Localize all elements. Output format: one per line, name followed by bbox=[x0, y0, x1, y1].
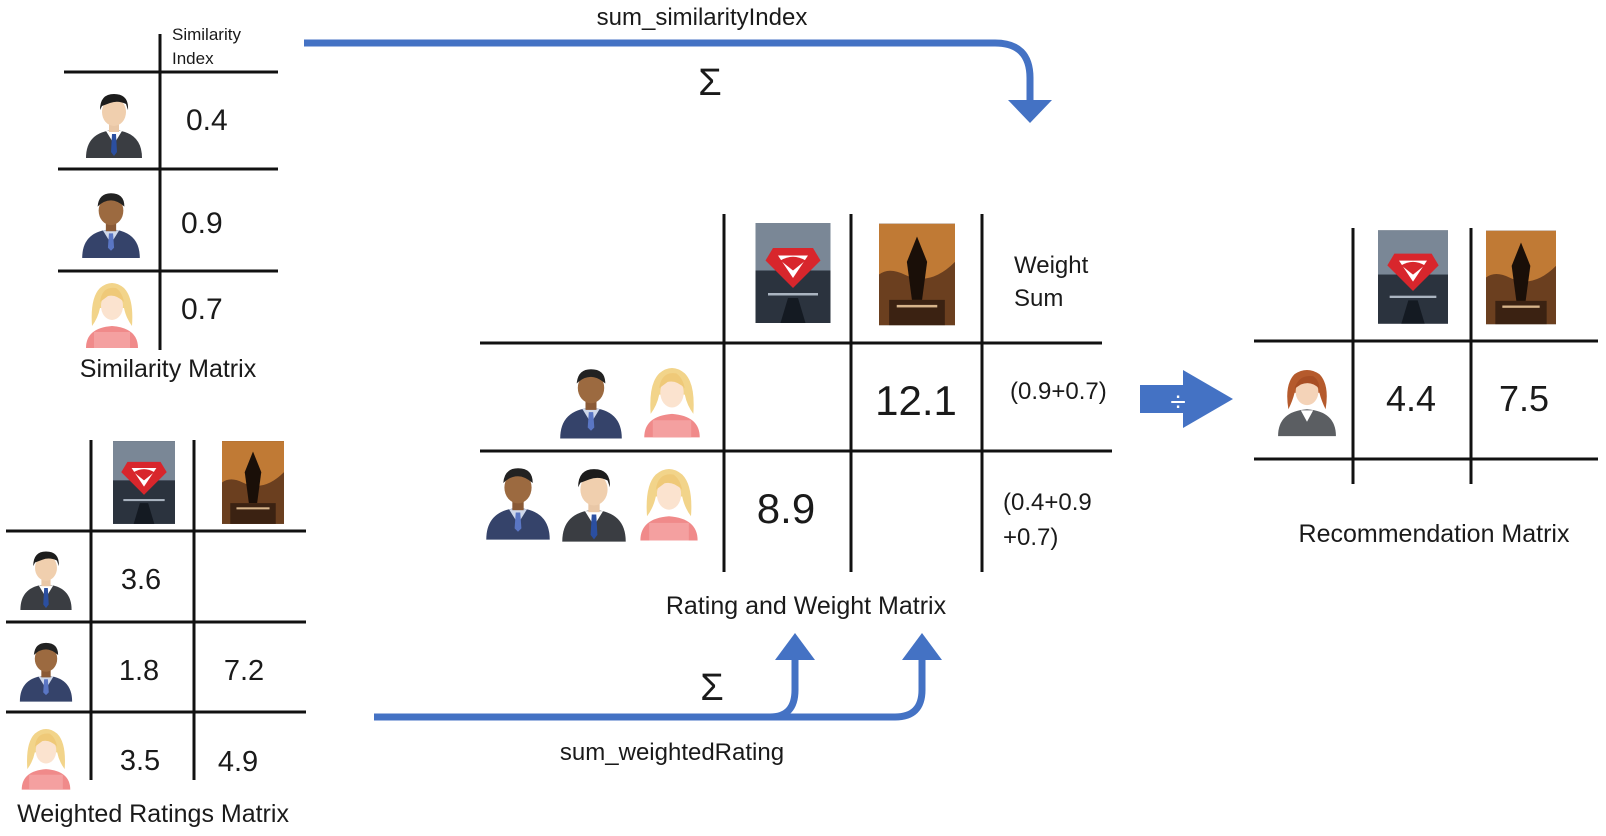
weighted-cell-2-1: 4.9 bbox=[218, 746, 258, 778]
user-black-hair-icon bbox=[20, 551, 72, 610]
recommendation-cell-0: 4.4 bbox=[1386, 378, 1436, 419]
user-blonde-icon bbox=[644, 368, 700, 438]
recommendation-matrix: 4.4 7.5 Recommendation Matrix bbox=[1254, 228, 1598, 548]
user-dark-skin-icon bbox=[486, 468, 550, 540]
user-blonde-icon bbox=[640, 469, 698, 541]
sigma-bottom-icon: Σ bbox=[700, 667, 724, 709]
recommendation-matrix-title: Recommendation Matrix bbox=[1299, 520, 1570, 548]
similarity-matrix: Similarity Index 0.4 0.9 0.7 Similarity … bbox=[58, 25, 278, 383]
similarity-value-0: 0.4 bbox=[186, 104, 228, 137]
similarity-value-2: 0.7 bbox=[181, 293, 223, 326]
dark-knight-poster-icon bbox=[222, 441, 284, 524]
rating-weight-matrix-title: Rating and Weight Matrix bbox=[666, 592, 947, 620]
weighted-cell-1-1: 7.2 bbox=[224, 655, 264, 687]
user-blonde-icon bbox=[86, 283, 138, 348]
weight-sum-0-line1: (0.9+0.7) bbox=[1010, 378, 1107, 405]
dark-knight-poster-icon bbox=[1486, 230, 1556, 325]
sum-weighted-rating-arrow bbox=[374, 633, 942, 721]
weight-sum-1-line1: (0.4+0.9 bbox=[1003, 489, 1092, 516]
weighted-ratings-matrix-title: Weighted Ratings Matrix bbox=[17, 800, 289, 828]
user-red-hair-icon bbox=[1278, 370, 1336, 437]
user-black-hair-icon bbox=[562, 469, 626, 542]
batman-v-superman-poster-icon bbox=[113, 441, 175, 524]
weighted-cell-2-0: 3.5 bbox=[120, 745, 160, 777]
user-dark-skin-icon bbox=[82, 193, 140, 258]
rating-cell-0-1: 12.1 bbox=[875, 377, 957, 424]
similarity-header-line1: Similarity bbox=[172, 25, 241, 44]
batman-v-superman-poster-icon bbox=[1378, 230, 1448, 324]
weight-sum-1-line2: +0.7) bbox=[1003, 524, 1058, 551]
weight-sum-header-line1: Weight bbox=[1014, 252, 1089, 279]
weighted-ratings-matrix: 3.6 1.8 7.2 3.5 4.9 Weighted Ratings Mat… bbox=[6, 440, 306, 828]
weighted-cell-0-0: 3.6 bbox=[121, 564, 161, 596]
similarity-matrix-title: Similarity Matrix bbox=[80, 355, 257, 383]
user-blonde-icon bbox=[21, 729, 71, 790]
divide-arrow bbox=[1140, 370, 1233, 428]
similarity-value-1: 0.9 bbox=[181, 207, 223, 240]
weighted-cell-1-0: 1.8 bbox=[119, 655, 159, 687]
sum-weighted-rating-label: sum_weightedRating bbox=[560, 739, 784, 766]
recommendation-cell-1: 7.5 bbox=[1499, 378, 1549, 419]
rating-weight-matrix: Weight Sum 12.1 8.9 (0.9+0.7) (0.4+0.9 +… bbox=[480, 214, 1112, 620]
dark-knight-poster-icon bbox=[879, 223, 955, 326]
sigma-top-icon: Σ bbox=[698, 62, 722, 104]
rating-cell-1-0: 8.9 bbox=[757, 485, 815, 532]
sum-similarity-arrow bbox=[304, 39, 1052, 123]
user-black-hair-icon bbox=[86, 94, 142, 158]
sum-similarity-label: sum_similarityIndex bbox=[597, 4, 808, 31]
user-dark-skin-icon bbox=[19, 642, 73, 702]
batman-v-superman-poster-icon bbox=[755, 223, 831, 323]
user-dark-skin-icon bbox=[560, 369, 622, 439]
similarity-header-line2: Index bbox=[172, 49, 214, 68]
divide-icon: ÷ bbox=[1170, 386, 1185, 417]
weight-sum-header-line2: Sum bbox=[1014, 285, 1063, 312]
